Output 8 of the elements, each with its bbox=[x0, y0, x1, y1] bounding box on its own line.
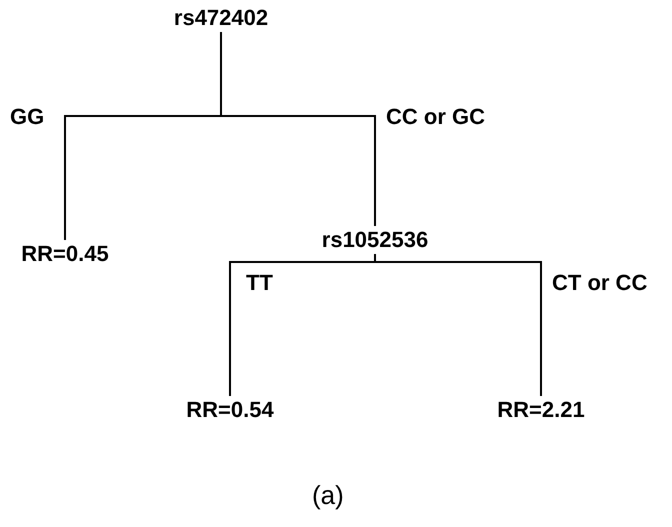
tree-branch bbox=[220, 32, 376, 226]
node-label: rs1052536 bbox=[322, 229, 428, 251]
node-label: RR=0.54 bbox=[186, 399, 274, 421]
node-label: RR=2.21 bbox=[497, 399, 585, 421]
tree-branch bbox=[374, 254, 542, 396]
node-label: rs472402 bbox=[174, 7, 268, 29]
node-label: RR=0.45 bbox=[21, 243, 109, 265]
caption: (a) bbox=[312, 482, 344, 508]
